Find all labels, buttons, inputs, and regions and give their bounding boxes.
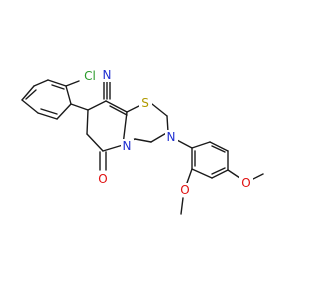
para-methoxy-oxygen-label: O [241, 176, 250, 190]
para-methoxy-oxygen-atom: O [239, 176, 253, 190]
nitrile-nitrogen-label: N [103, 68, 112, 82]
ortho-methoxy-oxygen-label: O [180, 183, 189, 197]
molecule-structure: Cl N S N N O O O [21, 68, 264, 215]
atom-labels: Cl N S N N O O O [82, 68, 253, 197]
chlorine-label: Cl [84, 69, 96, 83]
ring-nitrogen-label: N [167, 130, 176, 144]
bridgehead-nitrogen-atom: N [121, 139, 134, 153]
bridgehead-nitrogen-label: N [123, 139, 132, 153]
sulfur-label: S [141, 96, 149, 110]
carbonyl-oxygen-label: O [98, 172, 107, 186]
ring-nitrogen-atom: N [165, 130, 178, 144]
nitrile-nitrogen-atom: N [102, 68, 114, 82]
chlorine-atom: Cl [82, 69, 98, 83]
ortho-methoxy-oxygen-atom: O [178, 183, 192, 197]
bond-skeleton [21, 79, 264, 215]
carbonyl-oxygen-atom: O [96, 172, 110, 186]
sulfur-atom: S [139, 96, 152, 110]
